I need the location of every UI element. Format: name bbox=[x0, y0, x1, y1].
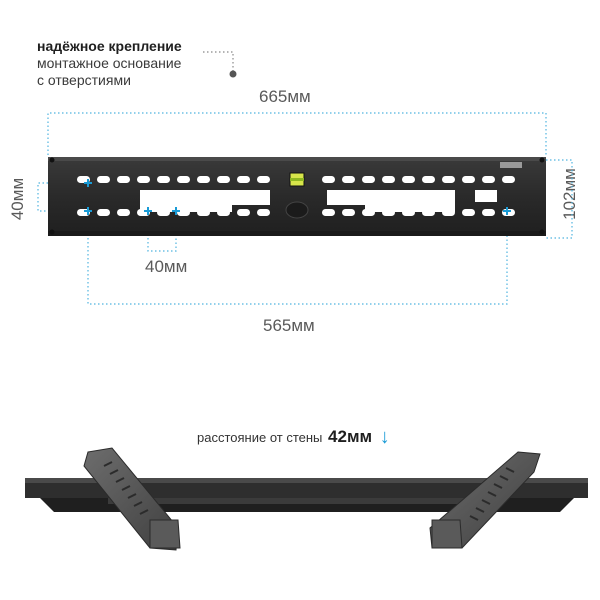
dimension-total-width: 665мм bbox=[259, 87, 311, 106]
wall-distance-label: расстояние от стены bbox=[197, 430, 323, 445]
left-arm bbox=[83, 447, 181, 551]
dimension-hole-horizontal: 40мм bbox=[145, 257, 188, 276]
right-arm bbox=[429, 451, 541, 549]
wall-distance-value: 42мм bbox=[328, 427, 373, 446]
headline-line-3: с отверстиями bbox=[37, 72, 131, 88]
headline-strong: надёжное крепление bbox=[37, 38, 182, 54]
dimension-hole-span: 565мм bbox=[263, 316, 315, 335]
headline-block: надёжное крепление монтажное основание с… bbox=[37, 38, 182, 89]
bracket-profile bbox=[25, 478, 588, 512]
wall-distance: расстояние от стены 42мм ↓ bbox=[197, 425, 390, 448]
headline-line-2: монтажное основание bbox=[37, 55, 182, 71]
wall-plate-front bbox=[48, 157, 546, 236]
headline-leader bbox=[203, 51, 237, 78]
arrow-down-icon: ↓ bbox=[379, 426, 390, 448]
